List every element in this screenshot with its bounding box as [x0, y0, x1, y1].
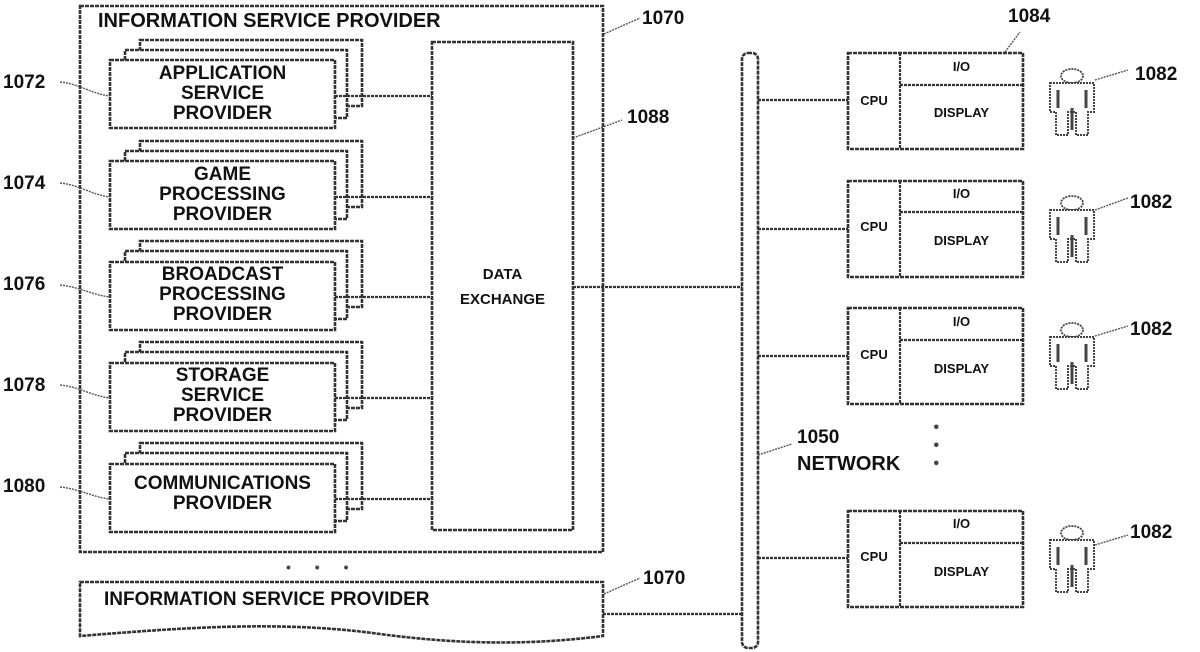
leader-1082-3	[1095, 326, 1128, 336]
provider-line: PROVIDER	[110, 305, 335, 325]
client-1-io: I/O	[900, 60, 1023, 73]
data-exchange-label[interactable]: DATA EXCHANGE	[432, 262, 573, 312]
ref-1050: 1050	[797, 427, 839, 449]
client-4-io: I/O	[900, 517, 1023, 530]
ref-1082-user-2: 1082	[1130, 192, 1172, 214]
client-4-display: DISPLAY	[900, 565, 1023, 578]
ref-1082-user-3: 1082	[1130, 319, 1172, 341]
provider-game-processing[interactable]: GAME PROCESSING PROVIDER	[110, 165, 335, 225]
ref-1076: 1076	[3, 274, 45, 296]
provider-line: BROADCAST	[110, 265, 335, 285]
provider-broadcast-processing[interactable]: BROADCAST PROCESSING PROVIDER	[110, 265, 335, 325]
data-exchange-line: DATA	[432, 262, 573, 287]
provider-line: PROVIDER	[110, 494, 335, 514]
provider-line: SERVICE	[110, 386, 335, 406]
provider-line: PROCESSING	[110, 185, 335, 205]
ref-1074: 1074	[3, 173, 45, 195]
leader-1082-2	[1095, 198, 1128, 210]
ref-1082-user-4: 1082	[1130, 522, 1172, 544]
person-icon	[1050, 526, 1094, 592]
ref-1084: 1084	[1008, 6, 1050, 28]
leader-1050	[758, 444, 792, 455]
client-3-cpu: CPU	[848, 348, 900, 361]
more-clients-ellipsis: • • •	[926, 424, 945, 470]
isp-main-title: INFORMATION SERVICE PROVIDER	[98, 11, 441, 31]
person-icon	[1050, 196, 1094, 262]
ref-1072: 1072	[3, 72, 45, 94]
leader-1082-1	[1095, 70, 1128, 80]
provider-line: APPLICATION	[110, 64, 335, 84]
leader-1070-bottom	[604, 578, 640, 594]
client-1-cpu: CPU	[848, 94, 900, 107]
client-2-display: DISPLAY	[900, 234, 1023, 247]
person-icon	[1050, 69, 1094, 135]
client-2-cpu: CPU	[848, 220, 900, 233]
ref-1088: 1088	[627, 107, 669, 129]
provider-line: PROVIDER	[110, 104, 335, 124]
client-2-io: I/O	[900, 187, 1023, 200]
client-links	[758, 100, 848, 558]
network-bus[interactable]	[742, 53, 758, 648]
isp-secondary-title[interactable]: INFORMATION SERVICE PROVIDER	[104, 590, 430, 609]
person-icon	[1050, 323, 1094, 389]
provider-line: PROVIDER	[110, 205, 335, 225]
ref-1070-bottom: 1070	[643, 568, 685, 590]
provider-line: PROVIDER	[110, 406, 335, 426]
ref-1080: 1080	[3, 476, 45, 498]
provider-line: COMMUNICATIONS	[110, 474, 335, 494]
leader-1084	[1005, 32, 1020, 52]
provider-line: SERVICE	[110, 84, 335, 104]
client-4-cpu: CPU	[848, 550, 900, 563]
provider-storage-service[interactable]: STORAGE SERVICE PROVIDER	[110, 366, 335, 426]
provider-line: STORAGE	[110, 366, 335, 386]
client-3-io: I/O	[900, 315, 1023, 328]
data-exchange-line: EXCHANGE	[432, 287, 573, 312]
provider-line: PROCESSING	[110, 285, 335, 305]
client-1-display: DISPLAY	[900, 106, 1023, 119]
network-label: NETWORK	[797, 454, 900, 474]
provider-communications[interactable]: COMMUNICATIONS PROVIDER	[110, 474, 335, 514]
ref-1078: 1078	[3, 375, 45, 397]
provider-line: GAME	[110, 165, 335, 185]
more-isps-ellipsis: • • •	[286, 560, 358, 574]
leader-1082-4	[1095, 535, 1128, 545]
client-3-display: DISPLAY	[900, 362, 1023, 375]
ref-1070-top: 1070	[642, 8, 684, 30]
provider-application-service[interactable]: APPLICATION SERVICE PROVIDER	[110, 64, 335, 124]
leader-1070-top	[604, 18, 640, 34]
ref-1082-user-1: 1082	[1135, 64, 1177, 86]
